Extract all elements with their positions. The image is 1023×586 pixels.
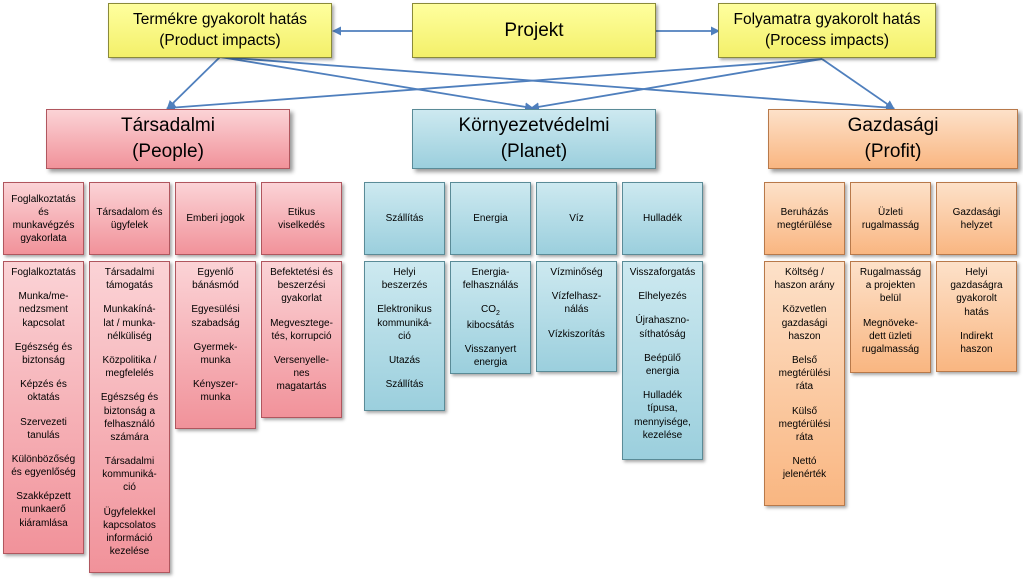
planet-details-waste: Visszaforgatás Elhelyezés Újrahaszno- sí… [622,261,703,460]
list-item: Utazás [388,354,421,366]
list-item: Szakképzett munkaerő kiáramlása [16,491,71,529]
list-item: Ügyfelekkel kapcsolatos információ kezel… [103,506,156,558]
list-item: Versenyelle- nes magatartás [273,354,330,393]
profit-category: Gazdasági (Profit) [768,109,1018,169]
project-label: Projekt [504,19,564,41]
list-item: Közpolitika / megfelelés [102,354,157,380]
list-item: Vízminőség [550,267,603,278]
list-item: Vízkiszorítás [548,328,605,340]
list-item: Helyi beszerzés [381,267,428,292]
planet-category-label: Környezetvédelmi (Planet) [458,115,610,162]
profit-details-roi: Költség / haszon arány Közvetlen gazdasá… [764,261,845,506]
list-item: Képzés és oktatás [20,379,67,404]
list-item: Közvetlen gazdasági haszon [781,304,828,342]
list-item: Gyermek- munka [193,341,238,366]
people-header-society: Társadalom és ügyfelek [89,182,170,255]
list-item: Belső megtérülési ráta [778,354,831,393]
list-item: Vízfelhasz- nálás [551,291,602,316]
profit-details-agility: Rugalmasság a projekten belül Megnöveke-… [850,261,931,373]
list-item: Egészség és biztonság [14,341,73,366]
people-category: Társadalmi (People) [46,109,290,169]
planet-header-energy: Energia [450,182,531,255]
list-item: Megvesztege- tés, korrupció [270,317,333,342]
list-item: Nettó jelenérték [782,456,827,481]
list-item: Rugalmasság a projekten belül [859,267,922,305]
arrow-process-to-planet [530,58,823,112]
planet-header-waste: Hulladék [622,182,703,255]
list-item: Visszanyert energia [464,343,517,368]
list-item: Különbözőség és egyenlőség [11,453,76,479]
list-item: Költség / haszon arány [774,267,835,292]
profit-header-agility: Üzleti rugalmasság [850,182,931,255]
people-header-human-rights: Emberi jogok [175,182,256,255]
list-item: Helyi gazdaságra gyakorolt hatás [950,267,1003,318]
people-details-ethics: Befektetési és beszerzési gyakorlat Megv… [261,261,342,418]
planet-details-transport: Helyi beszerzés Elektronikus kommuniká- … [364,261,445,411]
list-item: Megnöveke- dett üzleti rugalmasság [861,317,920,355]
arrow-product-to-profit [219,56,895,112]
process-impacts-label: Folyamatra gyakorolt hatás (Process impa… [733,10,921,49]
list-item: Beépülő energia [644,352,681,377]
list-item: Visszaforgatás [629,267,696,278]
list-item: Elektronikus kommuniká- ció [377,304,432,342]
product-impacts-label: Termékre gyakorolt hatás (Product impact… [132,10,308,49]
people-header-employment: Foglalkoztatás és munkavégzés gyakorlata [3,182,84,255]
arrow-product-to-people [166,56,221,110]
profit-header-economy: Gazdasági helyzet [936,182,1017,255]
list-item: Egyesülési szabadság [191,304,240,329]
list-item: Társadalmi kommuniká- ció [102,456,157,494]
planet-header-water: Víz [536,182,617,255]
planet-details-water: Vízminőség Vízfelhasz- nálás Vízkiszorít… [536,261,617,372]
list-item: Újrahaszno- síthatóság [635,315,690,340]
arrow-process-to-profit [821,58,895,110]
list-item: Hulladék típusa, mennyisége, kezelése [634,390,691,441]
list-item: Energia- felhasználás [462,267,519,292]
list-item: Befektetési és beszerzési gyakorlat [270,267,333,305]
list-item: Munka/me- nedzsment kapcsolat [18,291,69,329]
people-details-employment: Foglalkoztatás Munka/me- nedzsment kapcs… [3,261,84,554]
list-item: Indirekt haszon [960,330,993,355]
profit-category-label: Gazdasági (Profit) [847,115,939,162]
list-item: Elhelyezés [638,291,687,303]
project-box: Projekt [412,3,656,58]
arrow-process-to-people [166,58,823,112]
profit-details-economy: Helyi gazdaságra gyakorolt hatás Indirek… [936,261,1017,372]
list-item: Munkakíná- lat / munka- nélküliség [103,304,156,342]
list-item: Egészség és biztonság a felhasználó szám… [100,392,159,443]
people-details-human-rights: Egyenlő bánásmód Egyesülési szabadság Gy… [175,261,256,429]
people-details-society: Társadalmi támogatás Munkakíná- lat / mu… [89,261,170,573]
list-item: Szervezeti tanulás [20,416,67,441]
list-item: Foglalkoztatás [11,267,76,278]
process-impacts-box: Folyamatra gyakorolt hatás (Process impa… [718,3,936,58]
people-category-label: Társadalmi (People) [121,115,215,162]
list-item: Szállítás [385,379,424,391]
people-header-ethics: Etikus viselkedés [261,182,342,255]
product-impacts-box: Termékre gyakorolt hatás (Product impact… [108,3,332,58]
list-item: Kényszer- munka [192,379,238,404]
co2-subscript: 2 [496,310,500,318]
planet-header-transport: Szállítás [364,182,445,255]
planet-category: Környezetvédelmi (Planet) [412,109,656,169]
arrow-product-to-planet [219,56,534,112]
profit-header-roi: Beruházás megtérülése [764,182,845,255]
list-item: Egyenlő bánásmód [192,267,239,292]
list-item: Társadalmi támogatás [104,267,155,292]
list-item: Külső megtérülési ráta [778,405,831,443]
